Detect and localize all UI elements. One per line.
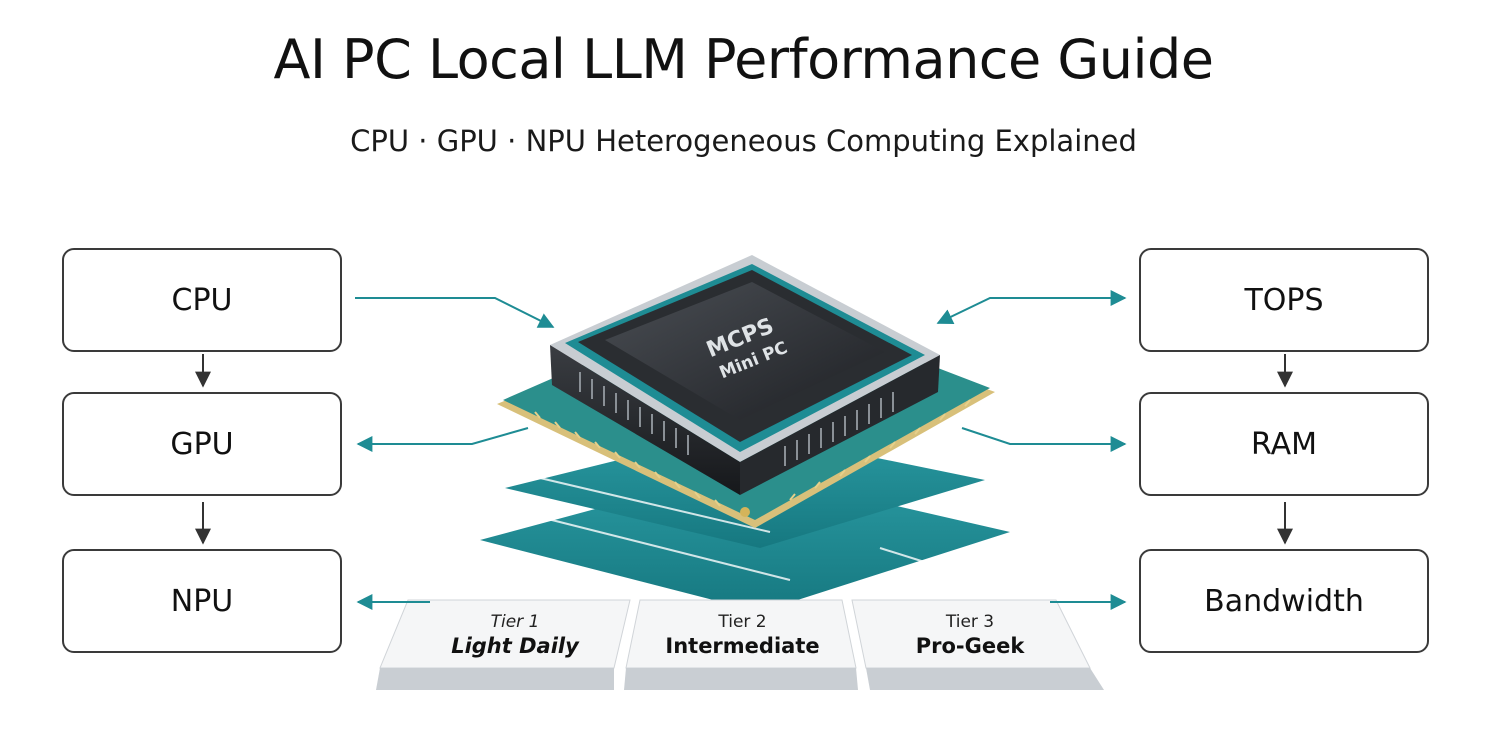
tier-1-name: Light Daily bbox=[451, 634, 579, 659]
arrow-chip-to-gpu bbox=[356, 427, 529, 452]
box-ram: RAM bbox=[1139, 392, 1429, 496]
processor-chip: MCPS Mini PC bbox=[550, 255, 940, 495]
arrow-tops-chip bbox=[936, 290, 1127, 324]
box-cpu: CPU bbox=[62, 248, 342, 352]
tier-plates bbox=[376, 599, 1104, 690]
chip-side-right bbox=[740, 355, 940, 495]
tier-3-name: Pro-Geek bbox=[915, 634, 1025, 659]
tier-3-number: Tier 3 bbox=[945, 612, 995, 632]
box-gpu: GPU bbox=[62, 392, 342, 496]
box-bandwidth: Bandwidth bbox=[1139, 549, 1429, 653]
chip-top-surface bbox=[605, 282, 885, 420]
arrow-chip-to-ram bbox=[961, 427, 1127, 452]
tier-2-number: Tier 2 bbox=[718, 612, 767, 632]
box-tops: TOPS bbox=[1139, 248, 1429, 352]
page-subtitle: CPU · GPU · NPU Heterogeneous Computing … bbox=[350, 124, 1137, 158]
chip-side-left bbox=[550, 345, 740, 495]
arrow-cpu-to-chip bbox=[355, 297, 555, 328]
tier-2-name: Intermediate bbox=[665, 634, 820, 659]
tier-card-1: Tier 1 Light Daily bbox=[420, 612, 610, 660]
page-title: AI PC Local LLM Performance Guide bbox=[273, 28, 1214, 91]
tier-1-number: Tier 1 bbox=[490, 612, 540, 632]
tier-card-2: Tier 2 Intermediate bbox=[645, 612, 840, 660]
stack-arrows bbox=[195, 354, 1293, 545]
box-npu: NPU bbox=[62, 549, 342, 653]
connector-arrows bbox=[355, 290, 1127, 610]
tier-card-3: Tier 3 Pro-Geek bbox=[870, 612, 1070, 660]
